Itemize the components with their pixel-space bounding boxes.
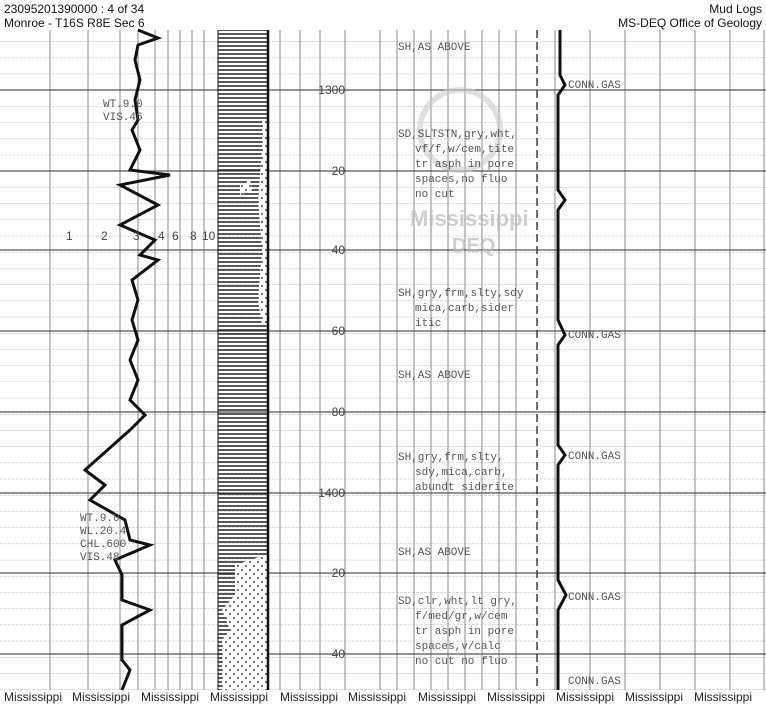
description-line: spaces,no fluo	[415, 174, 507, 186]
lithology-sand-streak	[240, 180, 252, 195]
description-line: itic	[415, 318, 441, 330]
description-line: SH,AS ABOVE	[398, 370, 471, 382]
lithology-sand-lower	[222, 555, 268, 690]
description-line: SH,AS ABOVE	[398, 547, 471, 559]
watermark-text: Mississippi	[348, 690, 407, 704]
agency-name: MS-DEQ Office of Geology	[618, 16, 762, 30]
seal-text-2: DEQ	[452, 235, 495, 257]
mud-note: WT.9.0	[103, 99, 143, 111]
seal-text: Mississippi	[410, 206, 529, 231]
depth-label: 40	[332, 647, 346, 661]
depth-label: 1400	[318, 486, 345, 500]
drill-rate-curve	[82, 28, 171, 691]
document-type: Mud Logs	[709, 2, 762, 16]
description-line: SH,AS ABOVE	[398, 42, 471, 54]
description-line: SH,gry,frm,slty,sdy	[398, 288, 524, 300]
description-line: vf/f,w/cem,tite	[415, 144, 514, 156]
description-line: no cut	[415, 189, 455, 201]
description-line: SD,clr,wht,lt gry,	[398, 596, 517, 608]
gas-label: CONN.GAS	[568, 451, 621, 463]
minor-grid	[0, 30, 766, 690]
well-location: Monroe - T16S R8E Sec 6	[4, 16, 145, 30]
watermark-text: Mississippi	[72, 690, 131, 704]
scale-label: 6	[172, 229, 179, 243]
gas-label: CONN.GAS	[568, 330, 621, 342]
mud-note: WL.20.4	[80, 526, 127, 538]
gas-labels: CONN.GAS CONN.GAS CONN.GAS CONN.GAS CONN.GAS	[568, 80, 621, 688]
scale-label: 2	[101, 229, 108, 243]
gas-label: CONN.GAS	[568, 592, 621, 604]
scale-label: 8	[190, 229, 197, 243]
depth-label: 20	[332, 164, 346, 178]
gas-label: CONN.GAS	[568, 80, 621, 92]
depth-label: 60	[332, 324, 346, 338]
depth-label: 80	[332, 405, 346, 419]
mud-note: VIS.46	[103, 112, 143, 124]
mud-note: WT.9.0	[80, 513, 120, 525]
description-line: tr asph in pore	[415, 159, 514, 171]
lithology-sand-upper	[258, 120, 268, 325]
watermark-text: Mississippi	[210, 690, 269, 704]
scale-label: 4	[158, 229, 165, 243]
description-line: spaces,v/calc	[415, 641, 501, 653]
watermark-text: Mississippi	[487, 690, 546, 704]
watermark-text: Mississippi	[418, 690, 477, 704]
scale-label: 3	[133, 229, 140, 243]
watermark-text: Mississippi	[625, 690, 684, 704]
depth-label: 1300	[318, 83, 345, 97]
depth-labels: 1300 20 40 60 80 1400 20 40	[318, 83, 345, 661]
seal-logo	[417, 87, 503, 173]
major-grid	[0, 89, 766, 655]
depth-label: 40	[332, 243, 346, 257]
watermark-text: Mississippi	[694, 690, 753, 704]
watermark-text: Mississippi	[556, 690, 615, 704]
description-line: sdy,mica,carb,	[415, 467, 507, 479]
description-line: SH,gry,frm,slty,	[398, 452, 504, 464]
mud-note: VIS.48	[80, 552, 120, 564]
document-id: 23095201390000 : 4 of 34	[4, 2, 145, 16]
watermark-text: Mississippi	[280, 690, 339, 704]
description-line: f/med/gr,w/cem	[415, 611, 508, 623]
scale-label: 1	[66, 229, 73, 243]
description-line: tr asph in pore	[415, 626, 514, 638]
description-line: SD,SLTSTN,gry,wht,	[398, 129, 517, 141]
description-line: abundt siderite	[415, 482, 514, 494]
lithology-descriptions: SH,AS ABOVE SD,SLTSTN,gry,wht, vf/f,w/cem,…	[398, 42, 524, 668]
watermark-text: Mississippi	[141, 690, 200, 704]
description-line: mica,carb,sider	[415, 303, 514, 315]
gas-label: CONN.GAS	[568, 676, 621, 688]
scale-label: 10	[202, 229, 216, 243]
watermark-text: Mississippi	[4, 690, 63, 704]
gas-curve	[556, 30, 568, 690]
mud-note: CHL.600	[80, 539, 126, 551]
vertical-grid	[49, 30, 765, 690]
description-line: no cut no fluo	[415, 656, 507, 668]
depth-label: 20	[332, 566, 346, 580]
